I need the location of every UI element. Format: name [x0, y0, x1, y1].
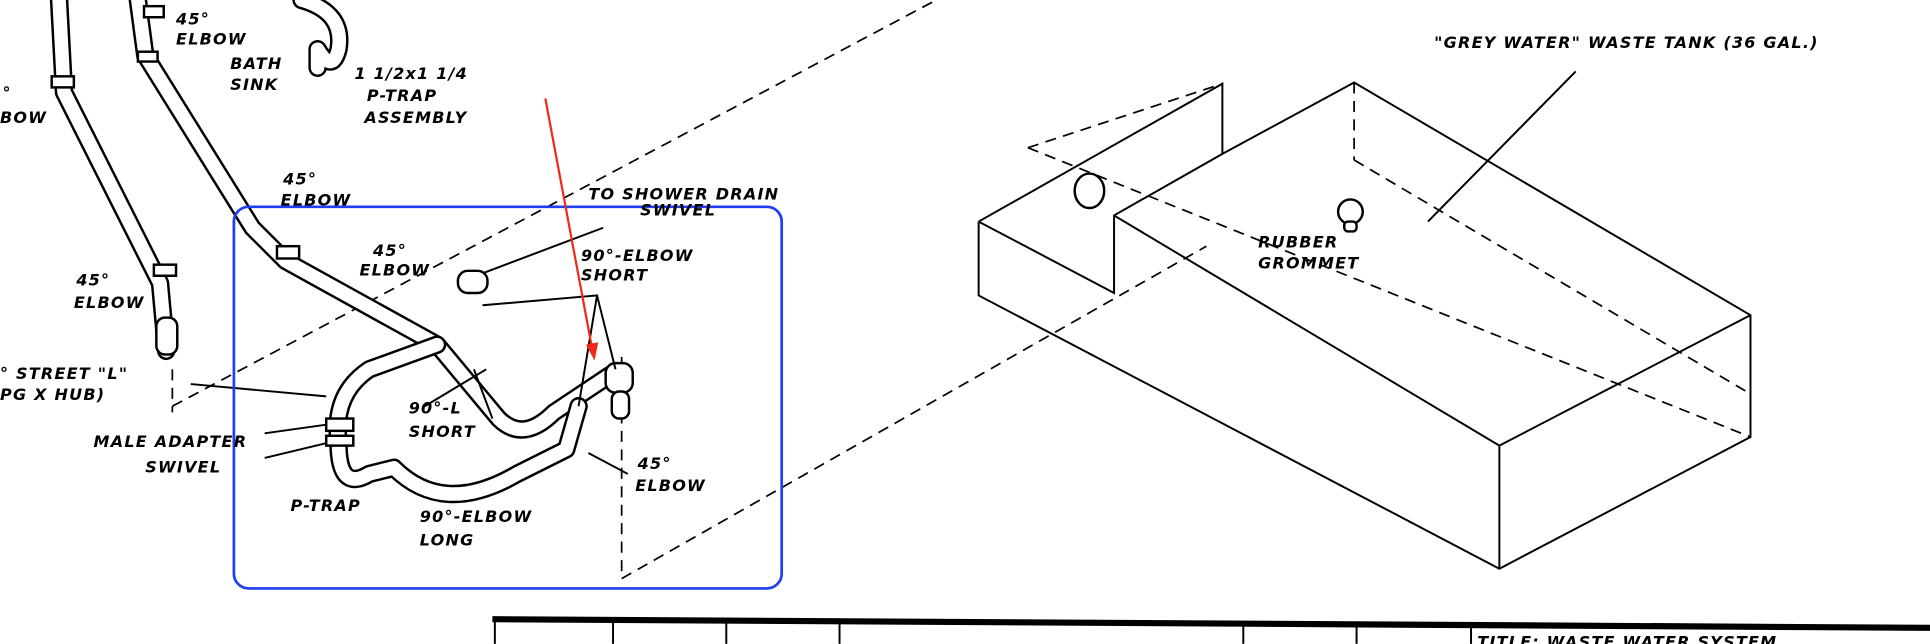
label-ptrap: P-TRAP [367, 86, 437, 105]
fittings [50, 4, 634, 447]
label-90-elbow-short: SHORT [581, 266, 648, 285]
leader-line [190, 70, 1577, 475]
label-right-elbow: ELBOW [635, 476, 706, 495]
title-block: TITLE: WASTE WATER SYSTEM [492, 616, 1930, 644]
projection-line [621, 245, 1207, 580]
label-shower-drain: TO SHOWER DRAIN [588, 184, 779, 203]
sink-ptrap [292, 0, 349, 77]
ptrap-loop [328, 335, 588, 504]
label-partial-elbow: BOW [0, 108, 47, 127]
highlight-box [232, 205, 784, 590]
label-left-elbow-angle: 45° [75, 271, 110, 290]
label-mid-elbow-angle: 45° [282, 170, 317, 189]
label-left-elbow: ELBOW [74, 293, 145, 312]
label-street-l: ° STREET "L" [0, 364, 128, 383]
title-block-text: TITLE: WASTE WATER SYSTEM [1477, 633, 1777, 644]
red-arrow [544, 98, 599, 361]
label-p-trap: P-TRAP [291, 496, 361, 515]
label-grommet: GROMMET [1258, 253, 1359, 272]
label-ptrap-size: 1 1/2x1 1/4 [355, 64, 469, 83]
label-top-elbow: ELBOW [176, 29, 247, 48]
label-male-adapter: MALE ADAPTER [94, 432, 248, 451]
label-sink: SINK [230, 75, 279, 94]
label-rubber: RUBBER [1258, 232, 1338, 251]
label-inner-elbow: ELBOW [359, 261, 430, 280]
label-assembly: ASSEMBLY [362, 108, 467, 127]
label-long: LONG [420, 530, 475, 549]
label-partial-angle: ° [2, 83, 11, 102]
label-inner-elbow-angle: 45° [372, 241, 407, 260]
label-swivel: SWIVEL [145, 458, 221, 477]
label-mid-elbow: ELBOW [281, 191, 352, 210]
label-grey-water-tank: "GREY WATER" WASTE TANK (36 GAL.) [1434, 33, 1819, 52]
label-90-l-short: SHORT [409, 422, 476, 441]
label-top-elbow-angle: 45° [175, 10, 210, 29]
label-90-elbow: 90°-ELBOW [581, 246, 694, 265]
label-bath: BATH [230, 54, 282, 73]
label-right-elbow-angle: 45° [637, 454, 672, 473]
grey-water-tank [977, 81, 1752, 570]
projection-line [1027, 82, 1751, 438]
label-shower-swivel: SWIVEL [640, 200, 716, 219]
label-90-elbow-long: 90°-ELBOW [420, 507, 533, 526]
label-90-l: 90°-L [409, 399, 462, 418]
label-pg-hub: PG X HUB) [0, 385, 105, 404]
